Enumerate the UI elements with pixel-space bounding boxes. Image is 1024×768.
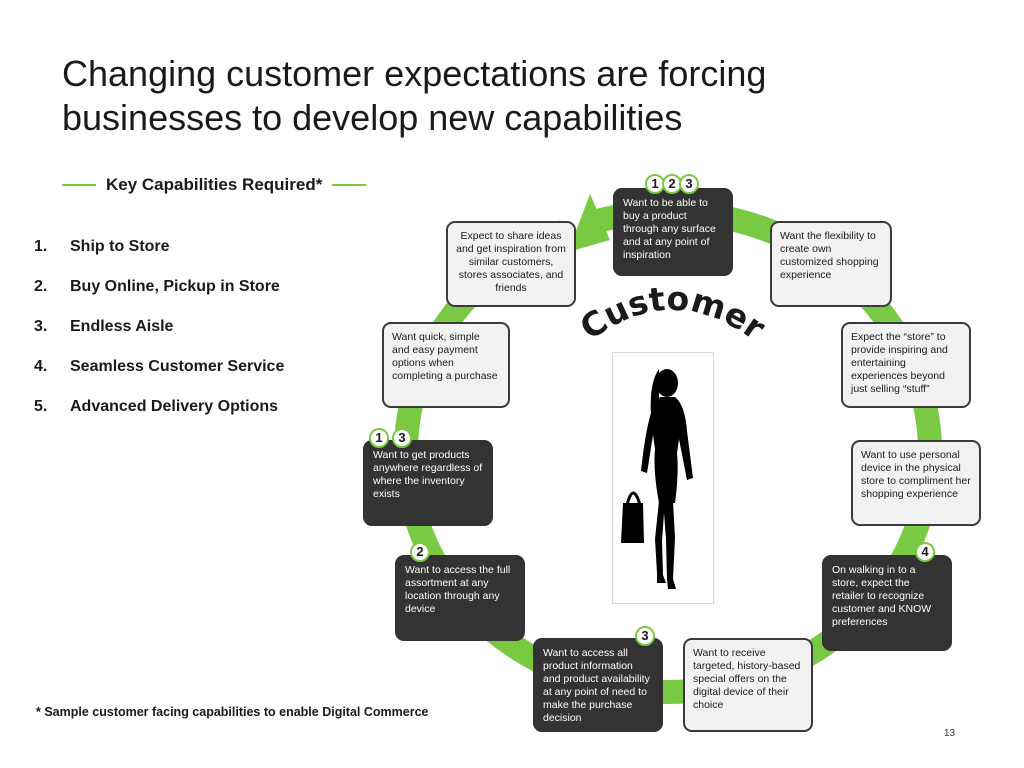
box-text: Want to access all product information a…	[543, 647, 650, 724]
box-text: Want the flexibility to create own custo…	[780, 230, 879, 281]
box-text: Want to access the full assortment at an…	[405, 564, 511, 615]
box-text: Expect to share ideas and get inspiratio…	[456, 230, 566, 294]
ring-arrowhead-icon	[568, 194, 610, 252]
box-share-ideas: Expect to share ideas and get inspiratio…	[446, 221, 576, 307]
badges-recognize-customer: 4	[915, 542, 935, 562]
box-personal-device: Want to use personal device in the physi…	[851, 440, 981, 526]
capability-label: Seamless Customer Service	[70, 358, 285, 375]
capability-number: 5.	[34, 398, 48, 415]
box-flexibility: Want the flexibility to create own custo…	[770, 221, 892, 307]
box-text: Want to get products anywhere regardless…	[373, 449, 483, 500]
box-product-information: Want to access all product information a…	[533, 638, 663, 732]
box-full-assortment: Want to access the full assortment at an…	[395, 555, 525, 641]
footnote: * Sample customer facing capabilities to…	[36, 705, 429, 719]
box-recognize-customer: On walking in to a store, expect the ret…	[822, 555, 952, 651]
capability-number: 3.	[34, 318, 48, 335]
box-text: Want to receive targeted, history-based …	[693, 647, 801, 711]
box-text: Want to use personal device in the physi…	[861, 449, 971, 500]
subtitle-rule-left	[62, 184, 96, 186]
capability-number: 2.	[34, 278, 48, 295]
section-subtitle: Key Capabilities Required*	[62, 172, 367, 198]
title-line-1: Changing customer expectations are forci…	[62, 53, 767, 94]
box-payment-options: Want quick, simple and easy payment opti…	[382, 322, 510, 408]
capability-item: 3. Endless Aisle	[34, 318, 284, 358]
capability-item: 2. Buy Online, Pickup in Store	[34, 278, 284, 318]
box-text: Want to be able to buy a product through…	[623, 197, 716, 261]
capability-badge: 3	[392, 428, 412, 448]
capability-label: Advanced Delivery Options	[70, 398, 279, 415]
capability-number: 4.	[34, 358, 48, 375]
capability-item: 1. Ship to Store	[34, 238, 284, 278]
capability-number: 1.	[34, 238, 48, 255]
slide-title: Changing customer expectations are forci…	[62, 52, 922, 140]
capability-badge: 3	[635, 626, 655, 646]
capability-label: Endless Aisle	[70, 318, 174, 335]
capabilities-list: 1. Ship to Store 2. Buy Online, Pickup in …	[34, 238, 284, 438]
badges-full-assortment: 2	[410, 542, 430, 562]
customer-label-text: Customer	[573, 279, 773, 348]
box-targeted-offers: Want to receive targeted, history-based …	[683, 638, 813, 732]
title-line-2: businesses to develop new capabilities	[62, 97, 683, 138]
capability-item: 5. Advanced Delivery Options	[34, 398, 284, 438]
badges-get-products: 1 3	[369, 428, 412, 448]
capability-badge: 2	[410, 542, 430, 562]
woman-silhouette-icon	[621, 369, 693, 589]
capability-badge: 4	[915, 542, 935, 562]
capability-label: Ship to Store	[70, 238, 170, 255]
box-text: Want quick, simple and easy payment opti…	[392, 331, 498, 382]
box-text: On walking in to a store, expect the ret…	[832, 564, 932, 628]
subtitle-rule-right	[332, 184, 367, 186]
subtitle-text: Key Capabilities Required*	[106, 175, 323, 194]
page-number: 13	[944, 728, 956, 739]
box-get-products-anywhere: Want to get products anywhere regardless…	[363, 440, 493, 526]
capability-item: 4. Seamless Customer Service	[34, 358, 284, 398]
capability-badge: 3	[679, 174, 699, 194]
customer-photo-frame	[612, 352, 714, 604]
badges-buy-any-surface: 1 2 3	[645, 174, 699, 194]
badges-product-information: 3	[635, 626, 655, 646]
box-store-experience: Expect the “store” to provide inspiring …	[841, 322, 971, 408]
box-text: Expect the “store” to provide inspiring …	[851, 331, 948, 395]
capability-label: Buy Online, Pickup in Store	[70, 278, 280, 295]
customer-label: Customer	[573, 279, 773, 348]
box-buy-any-surface: Want to be able to buy a product through…	[613, 188, 733, 276]
capability-badge: 1	[369, 428, 389, 448]
